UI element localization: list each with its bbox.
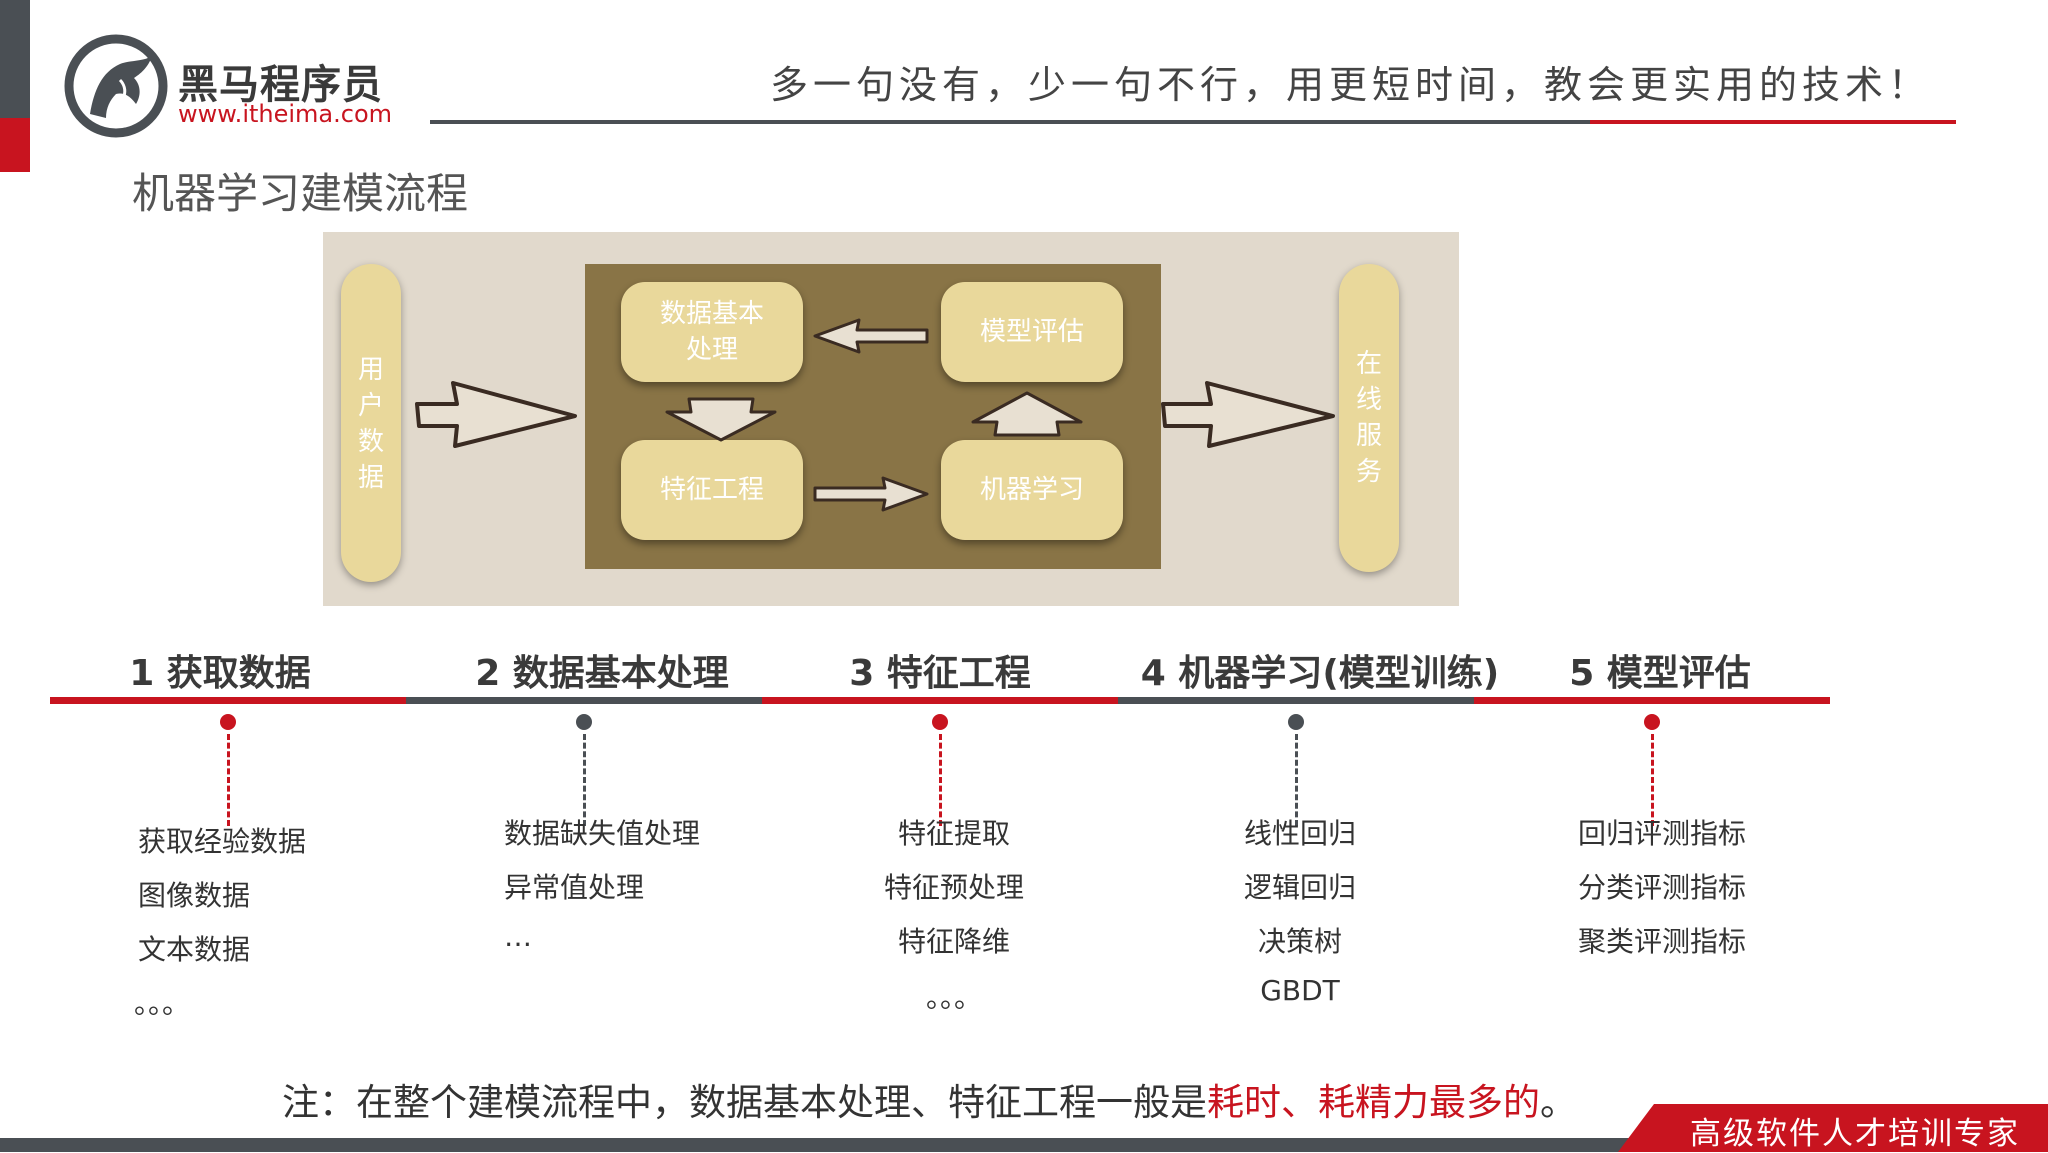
brand-url: www.itheima.com	[178, 100, 393, 128]
list-item: 文本数据	[138, 933, 251, 966]
box-model-evaluation-label: 模型评估	[979, 317, 1084, 347]
list-item: 聚类评测指标	[1578, 925, 1747, 958]
list-item: 逻辑回归	[1243, 871, 1356, 904]
footnote: 注：在整个建模流程中，数据基本处理、特征工程一般是耗时、耗精力最多的。	[282, 1072, 1577, 1126]
timeline-dot-1	[220, 714, 236, 730]
timeline-dot-4	[1288, 714, 1304, 730]
horse-logo-icon	[64, 34, 168, 138]
footnote-highlight: 耗时、耗精力最多的	[1207, 1081, 1540, 1124]
box-machine-learning: 机器学习	[941, 440, 1123, 540]
footer-bar	[0, 1138, 2048, 1152]
edge-accent-red	[0, 118, 30, 172]
user-data-pill: 用 户 数 据	[341, 264, 401, 582]
user-data-label: 用 户 数 据	[357, 355, 384, 493]
online-service-pill: 在 线 服 务	[1339, 264, 1399, 572]
arrow-right-icon	[415, 381, 577, 448]
list-item: 特征降维	[897, 925, 1010, 958]
step-title-4: 4 机器学习(模型训练)	[1140, 653, 1500, 694]
process-panel: 数据基本 处理 模型评估 特征工程 机器学习	[585, 264, 1161, 569]
brand-name: 黑马程序员	[178, 62, 383, 108]
step-title-5: 5 模型评估	[1569, 653, 1751, 694]
online-service-label: 在 线 服 务	[1355, 349, 1382, 487]
box-feature-engineering: 特征工程	[621, 440, 803, 540]
list-item: 回归评测指标	[1578, 817, 1747, 850]
arrow-down-icon	[665, 397, 777, 442]
list-item: 获取经验数据	[138, 825, 307, 858]
timeline-segment-4	[1118, 697, 1474, 704]
box-data-processing-label: 数据基本 处理	[659, 299, 764, 365]
list-item: 决策树	[1257, 925, 1342, 958]
arrow-up-icon	[971, 391, 1083, 437]
arrow-right-small-icon	[813, 476, 929, 512]
timeline-segment-3	[762, 697, 1118, 704]
timeline-connector-5	[1651, 734, 1654, 826]
footnote-suffix: 。	[1540, 1081, 1577, 1124]
box-model-evaluation: 模型评估	[941, 282, 1123, 382]
footer-tagline: 高级软件人才培训专家	[1690, 1116, 2020, 1152]
timeline-connector-2	[583, 734, 586, 826]
list-item: 线性回归	[1243, 817, 1356, 850]
list-item: 异常值处理	[504, 871, 645, 904]
step-title-3: 3 特征工程	[849, 653, 1031, 694]
header-rule-red	[1590, 120, 1956, 124]
list-item: 。。。	[925, 981, 982, 1014]
timeline-connector-1	[227, 734, 230, 826]
list-item: 图像数据	[138, 879, 251, 912]
box-data-processing: 数据基本 处理	[621, 282, 803, 382]
list-item: …	[504, 920, 532, 953]
arrow-right-output-icon	[1161, 381, 1335, 448]
timeline-connector-4	[1295, 734, 1298, 826]
footnote-prefix: 注：在整个建模流程中，数据基本处理、特征工程一般是	[282, 1081, 1207, 1124]
footer-badge	[1618, 1104, 2048, 1152]
slogan: 多一句没有，少一句不行，用更短时间，教会更实用的技术！	[770, 63, 1932, 107]
list-item: 。。。	[134, 987, 191, 1020]
box-feature-engineering-label: 特征工程	[659, 475, 764, 505]
timeline-segment-5	[1474, 697, 1830, 704]
step-title-1: 1 获取数据	[129, 653, 311, 694]
timeline-segment-2	[406, 697, 762, 704]
timeline-dot-3	[932, 714, 948, 730]
edge-accent-dark	[0, 0, 30, 118]
timeline-dot-2	[576, 714, 592, 730]
page-title: 机器学习建模流程	[132, 169, 469, 218]
header-rule-dark	[430, 120, 1590, 124]
timeline-segment-1	[50, 697, 406, 704]
box-machine-learning-label: 机器学习	[979, 475, 1084, 505]
list-item: 特征提取	[897, 817, 1010, 850]
arrow-left-icon	[813, 318, 929, 354]
timeline-connector-3	[939, 734, 942, 826]
list-item: 数据缺失值处理	[504, 817, 701, 850]
timeline-dot-5	[1644, 714, 1660, 730]
list-item: 特征预处理	[883, 871, 1024, 904]
step-title-2: 2 数据基本处理	[475, 653, 729, 694]
process-diagram: 用 户 数 据 数据基本 处理 模型评估 特征工程 机器学习	[323, 232, 1459, 606]
list-item: 分类评测指标	[1578, 871, 1747, 904]
list-item: GBDT	[1260, 974, 1340, 1007]
